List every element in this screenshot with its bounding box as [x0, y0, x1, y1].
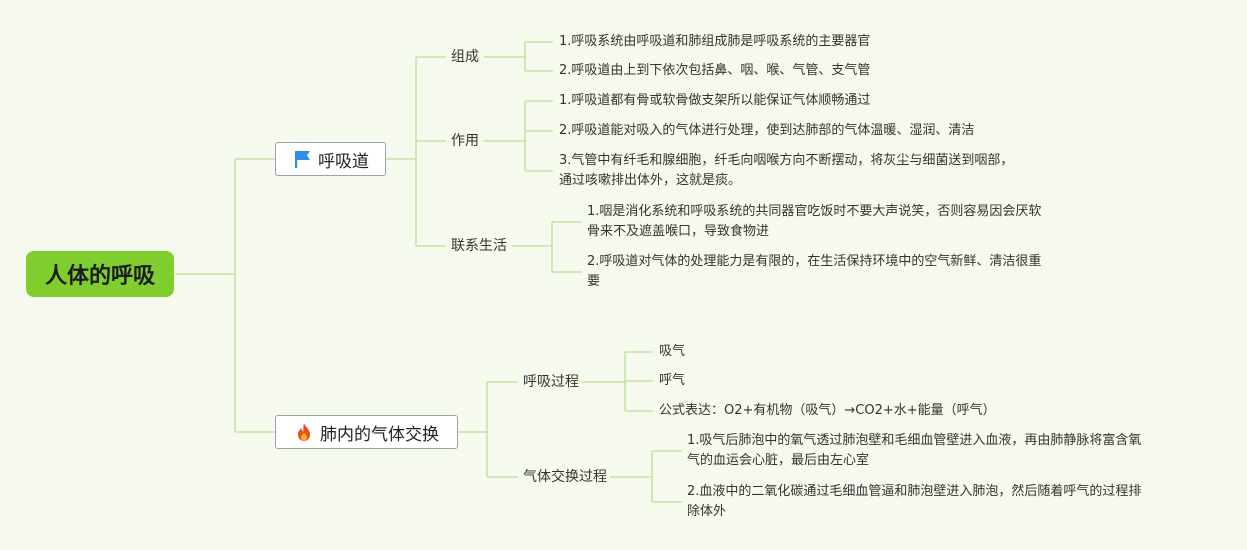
- branch-respiratory-tract[interactable]: 呼吸道: [275, 142, 386, 176]
- leaf-inhale[interactable]: 吸气: [659, 344, 686, 359]
- leaf-function-2[interactable]: 2.呼吸道能对吸入的气体进行处理，使到达肺部的气体温暖、湿润、清洁: [559, 123, 975, 138]
- branch-title: 呼吸道: [318, 151, 369, 172]
- leaf-function-3[interactable]: 3.气管中有纤毛和腺细胞，纤毛向咽喉方向不断摆动，将灰尘与细菌送到咽部， 通过咳…: [559, 153, 1014, 188]
- leaf-exhale[interactable]: 呼气: [659, 373, 686, 388]
- leaf-exchange-1[interactable]: 1.吸气后肺泡中的氧气透过肺泡壁和毛细血管壁进入血液，再由肺静脉将富含氧 气的血…: [687, 433, 1142, 468]
- leaf-life-1[interactable]: 1.咽是消化系统和呼吸系统的共同器官吃饭时不要大声说笑，否则容易因会厌软 骨来不…: [587, 204, 1042, 239]
- branch-title: 肺内的气体交换: [320, 424, 439, 445]
- subtopic-daily-life[interactable]: 联系生活: [451, 238, 507, 254]
- root-topic[interactable]: 人体的呼吸: [26, 251, 174, 297]
- leaf-composition-2[interactable]: 2.呼吸道由上到下依次包括鼻、咽、喉、气管、支气管: [559, 63, 871, 78]
- subtopic-function[interactable]: 作用: [451, 133, 479, 149]
- subtopic-composition[interactable]: 组成: [451, 49, 479, 65]
- subtopic-breathing-process[interactable]: 呼吸过程: [523, 374, 579, 390]
- leaf-life-2[interactable]: 2.呼吸道对气体的处理能力是有限的，在生活保持环境中的空气新鲜、清洁很重 要: [587, 254, 1042, 289]
- root-title: 人体的呼吸: [44, 264, 155, 289]
- leaf-composition-1[interactable]: 1.呼吸系统由呼吸道和肺组成肺是呼吸系统的主要器官: [559, 34, 871, 49]
- fire-icon: [298, 423, 310, 441]
- branch-gas-exchange[interactable]: 肺内的气体交换: [275, 415, 458, 449]
- subtopic-exchange-process[interactable]: 气体交换过程: [523, 469, 607, 485]
- leaf-function-1[interactable]: 1.呼吸道都有骨或软骨做支架所以能保证气体顺畅通过: [559, 93, 871, 108]
- leaf-exchange-2[interactable]: 2.血液中的二氧化碳通过毛细血管逼和肺泡壁进入肺泡，然后随着呼气的过程排 除体外: [687, 484, 1142, 519]
- leaf-formula[interactable]: 公式表达：O2+有机物（吸气）→CO2+水+能量（呼气）: [659, 403, 996, 418]
- flag-icon: [295, 151, 310, 168]
